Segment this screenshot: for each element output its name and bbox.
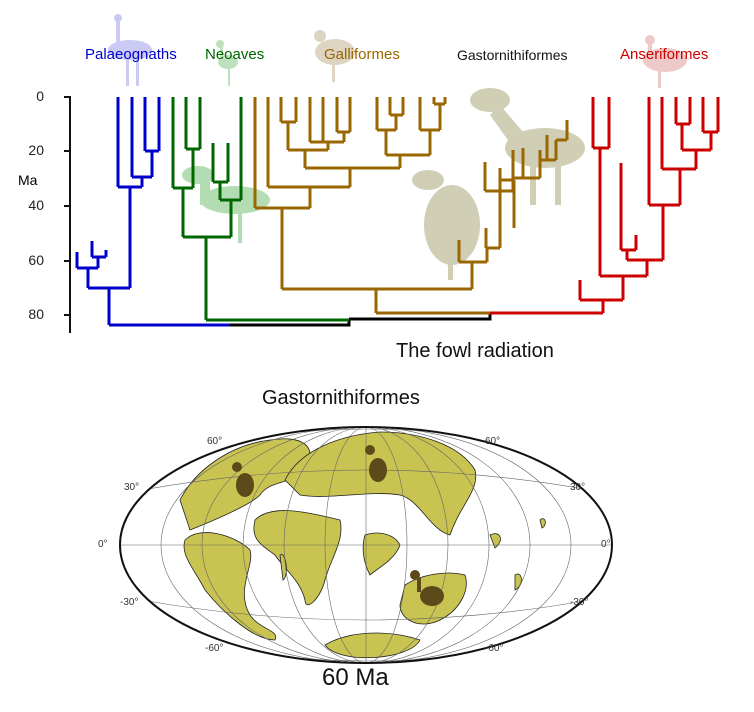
axis-tick-80: 80 [28,306,44,322]
clade-label-palaeognaths: Palaeognaths [85,46,177,63]
lat-left-minus30: -30° [120,597,139,608]
neoaves-terror-bird-silhouette-icon [182,166,270,243]
map-title: Gastornithiformes [262,387,420,409]
galliform-silhouette-icon [314,30,355,82]
gastornis-europe-icon [365,445,387,482]
gastornis-australia-icon [410,570,444,606]
gastornis-silhouette-icon [412,170,480,280]
lat-left-minus60: -60° [205,643,224,654]
neoaves-silhouette-icon [216,40,238,86]
lat-right-30: 30° [570,482,586,493]
anseriform-silhouette-icon [643,35,687,88]
islands [279,518,546,591]
gastornis-north-america-icon [232,462,254,497]
africa [253,510,342,606]
graticule [120,427,612,663]
paleogeographic-map [119,426,613,664]
lat-right-60: 60° [485,436,501,447]
branch-anseriformes [490,97,720,315]
lat-right-0: 0° [601,539,611,550]
lat-left-60: 60° [207,436,223,447]
gastornis-running-silhouette-icon [470,88,585,205]
lat-left-30: 30° [124,482,140,493]
antarctica [324,632,421,659]
lat-right-minus30: -30° [570,597,589,608]
branch-galliformes [253,97,569,315]
branch-stem [230,313,492,327]
time-axis [64,96,71,333]
axis-tick-60: 60 [28,252,44,268]
clade-label-anseriformes: Anseriformes [620,46,709,63]
clade-label-gastornithiformes: Gastornithiformes [457,47,568,63]
clade-label-galliformes: Galliformes [324,46,400,63]
branch-neoaves [171,97,349,322]
eurasia [284,431,477,536]
axis-label: Ma [18,172,38,188]
gastornis-map-silhouettes [232,445,444,606]
axis-tick-40: 40 [28,197,44,213]
india [362,532,401,576]
bird-silhouettes [108,14,687,88]
clade-label-neoaves: Neoaves [205,46,265,63]
tree-title: The fowl radiation [396,340,554,362]
lat-right-minus60: -60° [485,643,504,654]
branch-palaeognaths [75,97,230,327]
lat-left-0: 0° [98,539,108,550]
axis-tick-0: 0 [36,88,44,104]
continents [179,431,546,659]
dinosaur-silhouettes [182,88,585,280]
ostrich-silhouette-icon [108,14,152,86]
axis-tick-20: 20 [28,142,44,158]
map-age: 60 Ma [322,664,389,691]
